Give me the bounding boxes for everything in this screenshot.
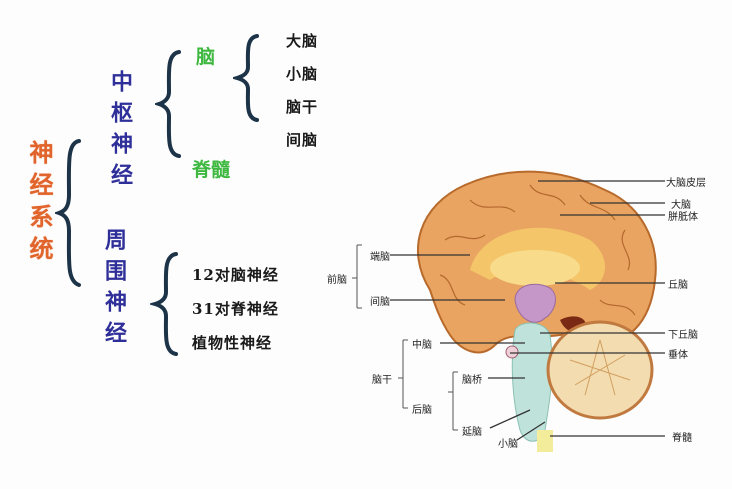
label-midbrain: 中脑 [412,340,432,351]
peripheral-autonomic-nerves: 植物性神经 [192,334,273,352]
label-spinal-cord: 脊髓 [672,433,692,444]
peripheral-brace-icon [150,252,178,356]
central-nerve-label: 中枢神经 [107,70,133,194]
root-brace-icon [55,139,81,287]
peripheral-spinal-nerves: 31对脊神经 [192,300,279,318]
brain-part-cerebellum: 小脑 [286,65,319,83]
label-telencephalon: 端脑 [370,252,390,263]
label-medulla: 延脑 [462,427,482,438]
brain-part-cerebrum: 大脑 [286,32,319,50]
spinal-cord-label: 脊髓 [192,159,231,181]
brain-brace-icon [233,34,259,122]
brain-label: 脑 [196,46,216,68]
label-corpus-callosum: 胼胝体 [668,212,698,223]
label-cerebrum: 大脑 [671,200,691,211]
label-hypothalamus: 下丘脑 [668,330,698,341]
root-label-nervous-system: 神经系统 [25,140,54,268]
central-brace-icon [155,50,181,158]
label-diencephalon: 间脑 [370,297,390,308]
label-cerebellum: 小脑 [498,439,518,450]
label-brainstem: 脑干 [372,375,392,386]
brain-part-diencephalon: 间脑 [286,131,319,149]
label-hindbrain: 后脑 [412,405,432,416]
peripheral-nerve-label: 周围神经 [101,228,127,352]
label-pons: 脑桥 [462,375,482,386]
label-thalamus: 丘脑 [668,280,688,291]
label-forebrain: 前脑 [327,275,347,286]
label-pituitary: 垂体 [668,350,688,361]
peripheral-cranial-nerves: 12对脑神经 [192,266,279,284]
brain-part-brainstem: 脑干 [286,98,319,116]
label-cerebral-cortex: 大脑皮层 [666,178,706,189]
